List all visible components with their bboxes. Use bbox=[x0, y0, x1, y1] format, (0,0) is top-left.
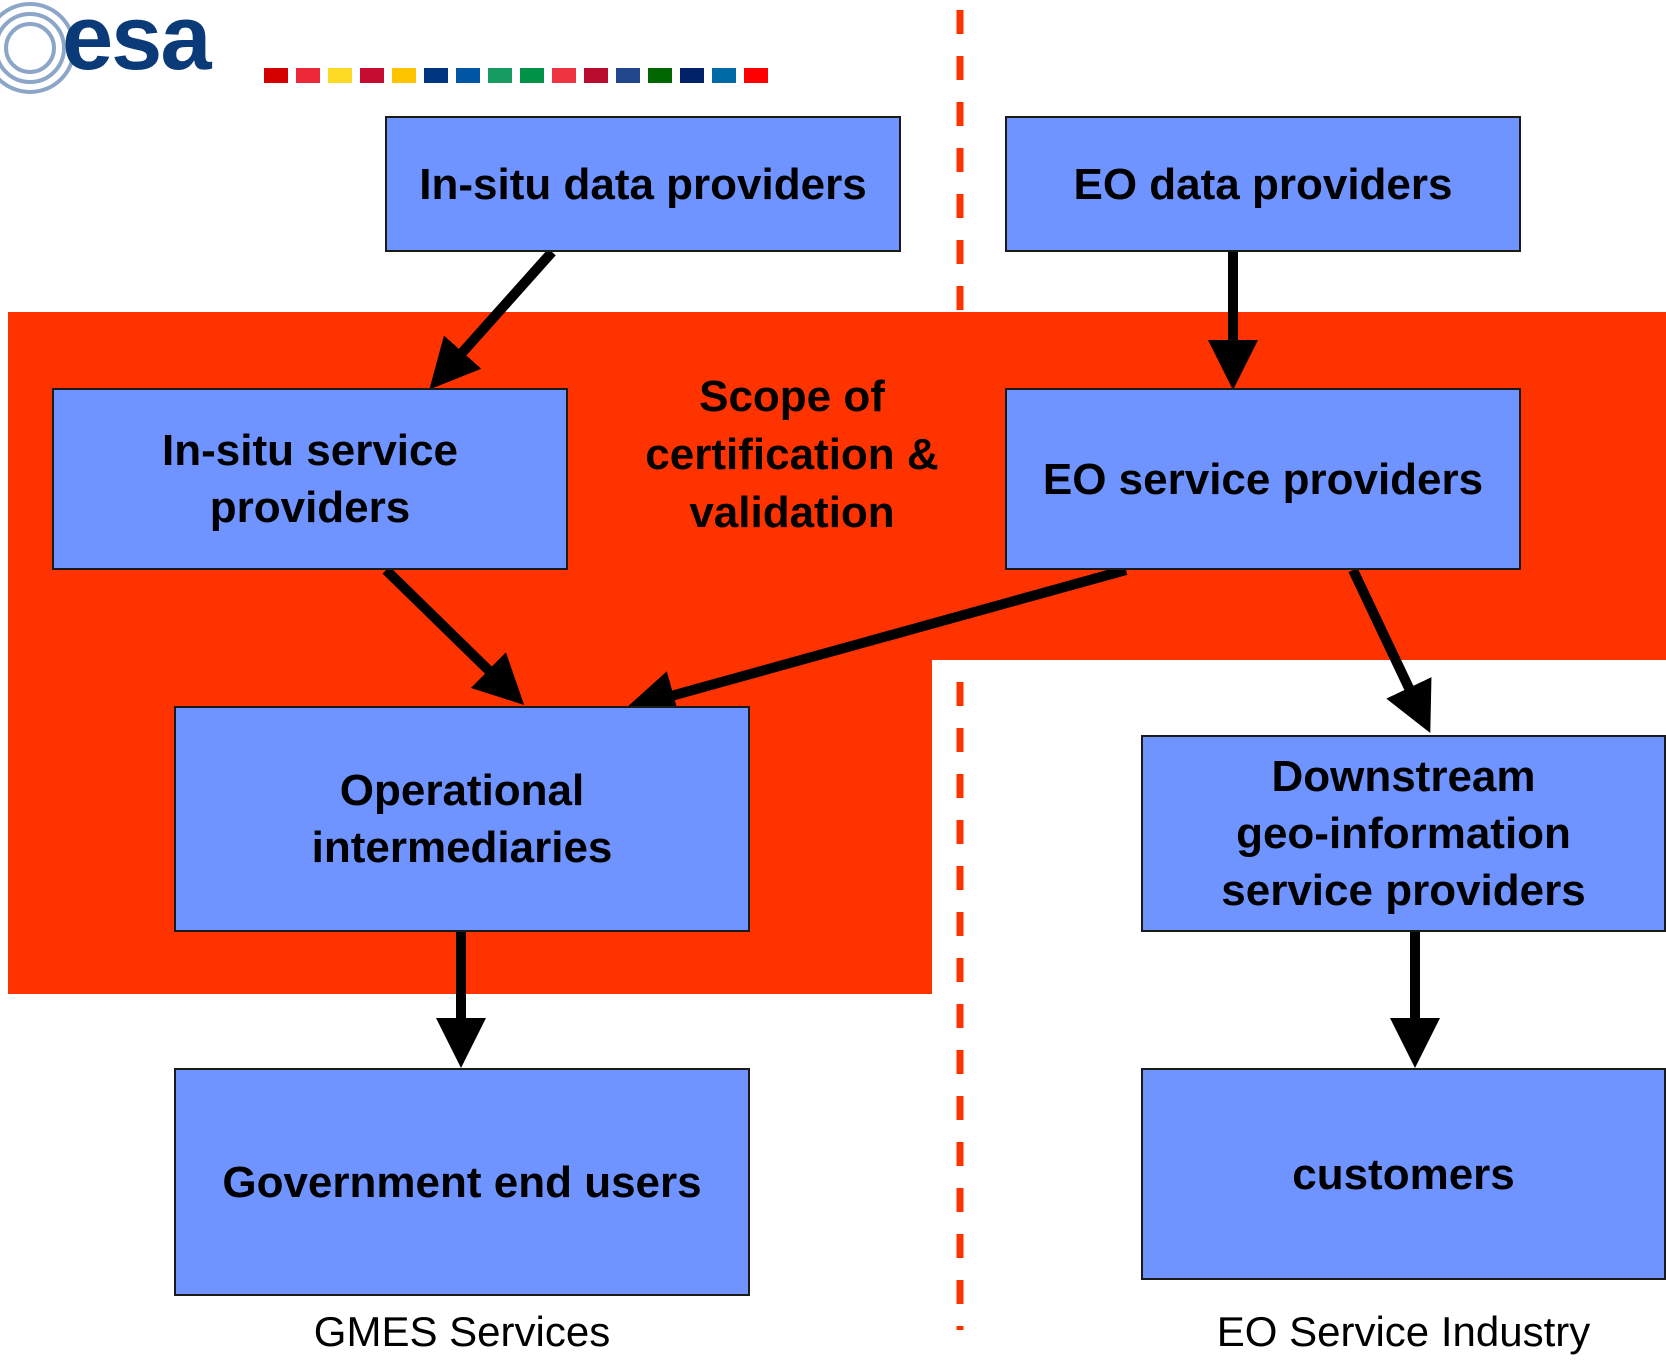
box-downstream-providers: Downstream geo-information service provi… bbox=[1141, 735, 1666, 932]
box-operational-intermediaries: Operational intermediaries bbox=[174, 706, 750, 932]
member-state-flags-icon bbox=[264, 68, 768, 83]
box-insitu-data-providers: In-situ data providers bbox=[385, 116, 901, 252]
arrow-eo-service-to-operational bbox=[625, 565, 1128, 720]
arrow-insitu-data-to-service bbox=[429, 248, 556, 390]
esa-logo: esa bbox=[62, 0, 211, 89]
caption-eo-service-industry: EO Service Industry bbox=[1216, 1308, 1591, 1355]
arrow-eo-service-to-downstream bbox=[1348, 567, 1432, 734]
box-government-end-users: Government end users bbox=[174, 1068, 750, 1296]
box-customers: customers bbox=[1141, 1068, 1666, 1280]
box-eo-data-providers: EO data providers bbox=[1005, 116, 1521, 252]
esa-globe-icon bbox=[0, 2, 76, 94]
box-eo-service-providers: EO service providers bbox=[1005, 388, 1521, 570]
box-insitu-service-providers: In-situ service providers bbox=[52, 388, 568, 570]
arrow-insitu-service-to-operational bbox=[382, 566, 525, 705]
caption-gmes-services: GMES Services bbox=[313, 1308, 611, 1355]
scope-label: Scope of certification & validation bbox=[645, 372, 939, 537]
